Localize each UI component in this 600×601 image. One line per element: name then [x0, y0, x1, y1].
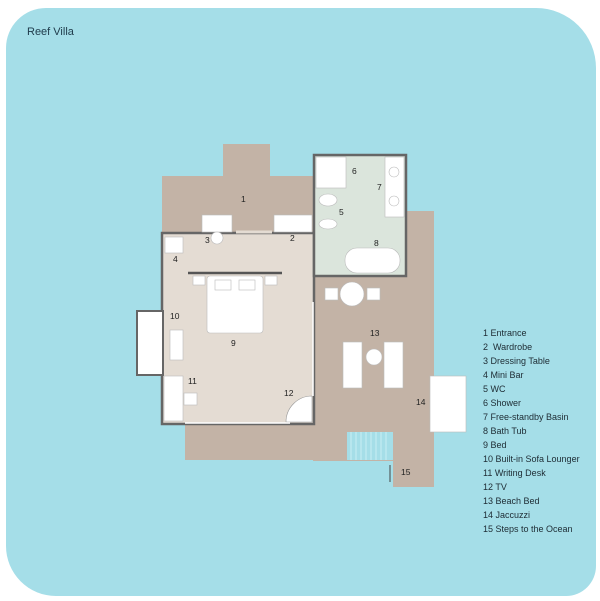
steps-lines: [350, 432, 387, 460]
label-13: 13: [370, 328, 380, 338]
nightstand: [264, 275, 278, 286]
nightstand: [192, 275, 206, 286]
chair: [366, 287, 381, 301]
label-7: 7: [377, 182, 382, 192]
legend-item: 12 TV: [483, 482, 507, 492]
page-title: Reef Villa: [27, 26, 74, 38]
legend-item: 14 Jaccuzzi: [483, 510, 531, 520]
pillow: [238, 279, 256, 291]
basin: [388, 195, 400, 207]
pillow: [214, 279, 232, 291]
wardrobe: [201, 214, 233, 233]
label-4: 4: [173, 254, 178, 264]
label-15: 15: [401, 467, 411, 477]
desk-chair: [183, 392, 198, 406]
label-2: 2: [290, 233, 295, 243]
beach-bed: [383, 341, 404, 389]
legend-item: 2 Wardrobe: [483, 342, 533, 352]
wardrobe: [273, 214, 313, 233]
tv-door-swing: [285, 395, 313, 423]
legend-item: 13 Beach Bed: [483, 496, 540, 506]
label-11: 11: [188, 376, 197, 386]
legend-item: 4 Mini Bar: [483, 370, 524, 380]
dressing-stool: [210, 231, 224, 245]
wc: [318, 193, 338, 207]
label-6: 6: [352, 166, 357, 176]
legend: 1 Entrance 2 Wardrobe 3 Dressing Table 4…: [483, 326, 580, 536]
legend-item: 1 Entrance: [483, 328, 527, 338]
legend-item: 5 WC: [483, 384, 506, 394]
sofa-alcove: [136, 310, 164, 376]
mini-bar: [164, 236, 184, 254]
basin-counter: [384, 156, 405, 218]
label-5: 5: [339, 207, 344, 217]
legend-item: 10 Built-in Sofa Lounger: [483, 454, 580, 464]
beach-bed: [342, 341, 363, 389]
legend-item: 3 Dressing Table: [483, 356, 550, 366]
label-14: 14: [416, 397, 426, 407]
legend-item: 9 Bed: [483, 440, 507, 450]
plan-labels: 1 2 3 4 5 6 7 8 9 10 11 12 13 14 15: [170, 166, 426, 477]
writing-desk: [163, 375, 184, 422]
chair: [324, 287, 339, 301]
shower: [315, 156, 347, 189]
basin: [388, 166, 400, 178]
label-1: 1: [241, 194, 246, 204]
jacuzzi: [429, 375, 467, 433]
label-8: 8: [374, 238, 379, 248]
legend-item: 15 Steps to the Ocean: [483, 524, 573, 534]
label-12: 12: [284, 388, 294, 398]
legend-item: 6 Shower: [483, 398, 522, 408]
dining-table: [339, 281, 365, 307]
bath-tub: [344, 247, 401, 274]
side-table: [365, 348, 383, 366]
bidet: [318, 218, 338, 230]
label-3: 3: [205, 235, 210, 245]
legend-item: 8 Bath Tub: [483, 426, 527, 436]
legend-item: 11 Writing Desk: [483, 468, 546, 478]
legend-item: 7 Free-standby Basin: [483, 412, 569, 422]
label-9: 9: [231, 338, 236, 348]
label-10: 10: [170, 311, 180, 321]
sofa-table: [169, 329, 184, 361]
steps-to-ocean: [347, 432, 393, 460]
